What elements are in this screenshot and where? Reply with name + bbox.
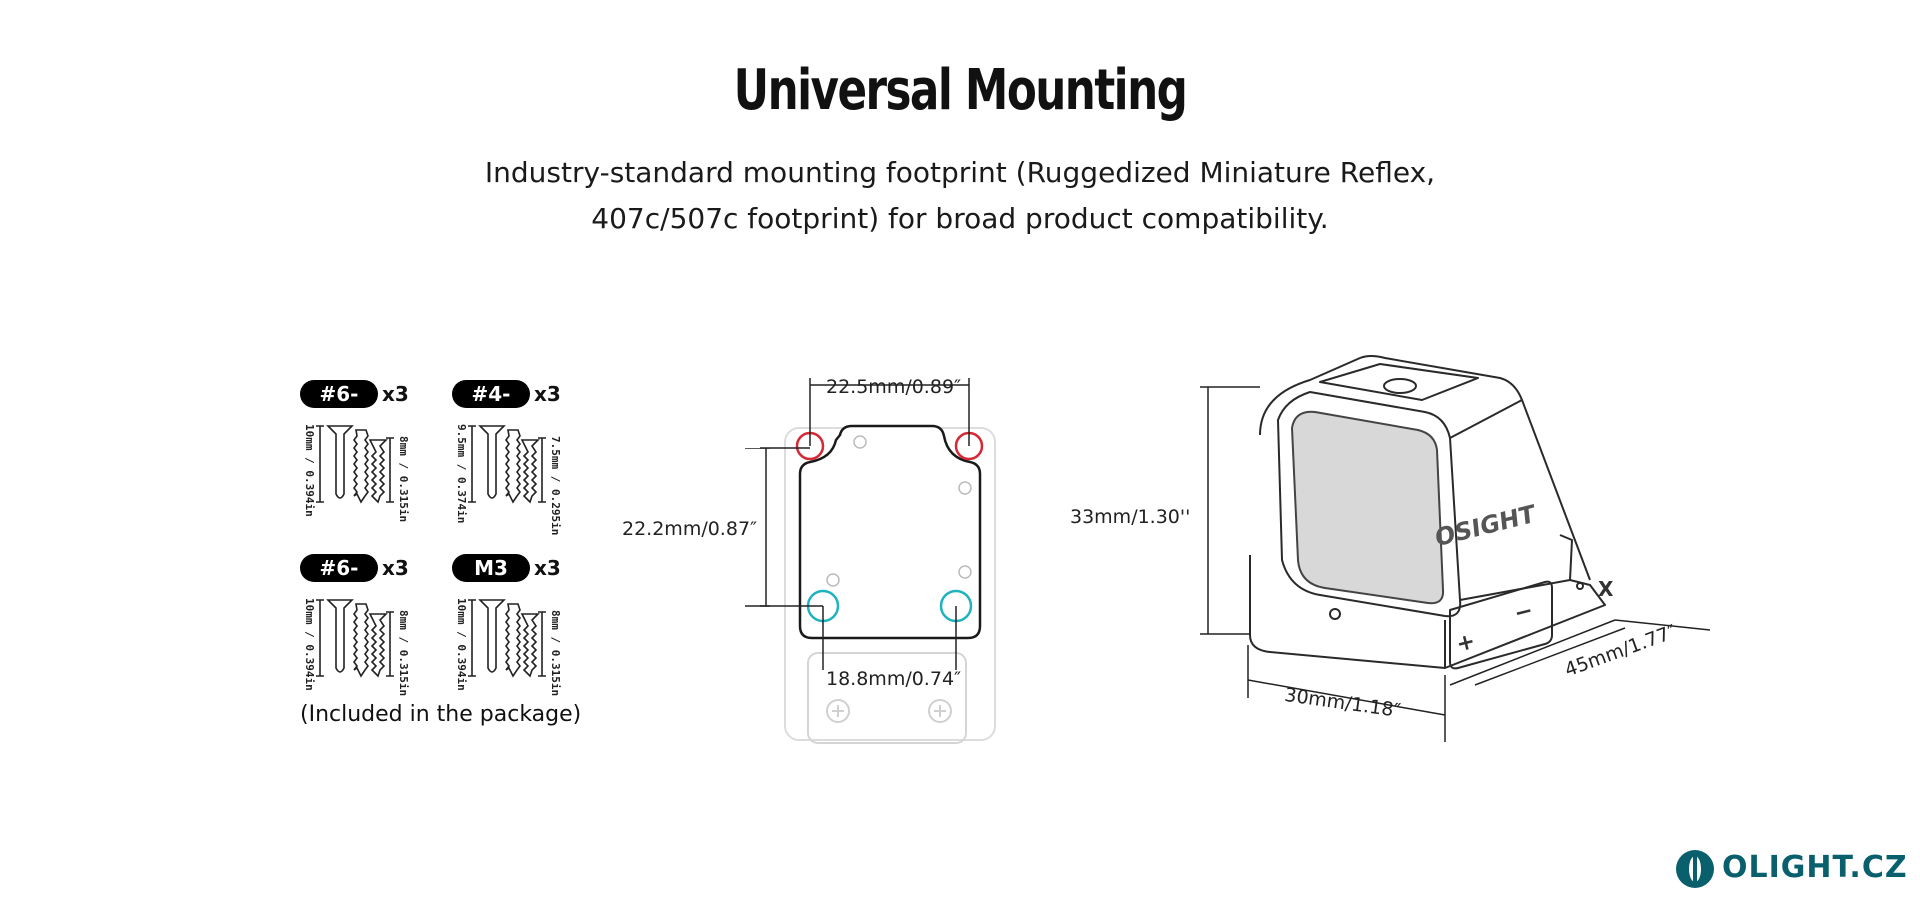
red-dot-sight-drawing: + − X OSIGHT bbox=[1200, 355, 1711, 742]
olight-logo-icon bbox=[1676, 850, 1714, 888]
plate-screw-1 bbox=[853, 435, 867, 449]
screw-quantity: x3 bbox=[382, 382, 409, 406]
screw-quantity: x3 bbox=[382, 556, 409, 580]
plate-screw-4 bbox=[958, 565, 972, 579]
plate-screw-2 bbox=[958, 481, 972, 495]
screw-long-length-label: 10mm / 0.394in bbox=[455, 598, 468, 691]
sight-plus-button: + bbox=[1454, 629, 1478, 658]
sight-x-mark: X bbox=[1598, 577, 1614, 601]
sight-width-line bbox=[1247, 679, 1446, 716]
screw-short-length-label: 8mm / 0.315in bbox=[549, 610, 562, 697]
rail-lower-block bbox=[807, 652, 967, 744]
sight-hood bbox=[1259, 355, 1591, 581]
subtitle-line-1: Industry-standard mounting footprint (Ru… bbox=[484, 156, 1436, 189]
footprint-height-ticks bbox=[745, 448, 770, 607]
brand-logo: OLIGHT.CZ bbox=[1674, 848, 1907, 890]
subtitle-line-2: 407c/507c footprint) for broad product c… bbox=[591, 202, 1329, 235]
screw-short-length-label: 8mm / 0.315in bbox=[397, 436, 410, 523]
rail-screw-left bbox=[826, 699, 850, 723]
sight-minus-button: − bbox=[1512, 598, 1536, 627]
screw-size-badge: M3 bbox=[452, 554, 530, 582]
footprint-top-width-label: 22.5mm/0.89″ bbox=[826, 376, 962, 398]
screw-illustration bbox=[468, 599, 546, 678]
screws-caption: (Included in the package) bbox=[300, 702, 582, 727]
screw-short-length-label: 8mm / 0.315in bbox=[397, 610, 410, 697]
sight-control-panel bbox=[1449, 580, 1553, 670]
screw-illustration bbox=[468, 425, 546, 504]
screw-long-length-label: 10mm / 0.394in bbox=[303, 424, 316, 517]
screw-long-length-label: 10mm / 0.394in bbox=[303, 598, 316, 691]
footprint-bottom-width-label: 18.8mm/0.74″ bbox=[826, 668, 962, 690]
footprint-diagram bbox=[760, 378, 996, 744]
screw-short-length-label: 7.5mm / 0.295in bbox=[549, 436, 562, 536]
screw-size-badge: #6-40 bbox=[300, 554, 378, 608]
sight-length-line bbox=[1474, 627, 1626, 686]
sight-lens bbox=[1291, 410, 1445, 605]
mounting-plate bbox=[798, 424, 982, 640]
sight-side-screw bbox=[1329, 608, 1341, 620]
screw-quantity: x3 bbox=[534, 556, 561, 580]
sight-top-pad bbox=[1319, 363, 1479, 401]
rail-screw-right bbox=[928, 699, 952, 723]
screw-size-badge: #6-32 bbox=[300, 380, 378, 434]
plate-screw-3 bbox=[826, 573, 840, 587]
screw-quantity: x3 bbox=[534, 382, 561, 406]
screw-illustration bbox=[316, 599, 394, 678]
sight-brand-mark: OSIGHT bbox=[1434, 499, 1537, 552]
sight-base bbox=[1249, 534, 1606, 669]
footprint-height-label: 22.2mm/0.87″ bbox=[622, 518, 758, 540]
screw-long-length-label: 9.5mm / 0.374in bbox=[455, 424, 468, 524]
page-subtitle: Industry-standard mounting footprint (Ru… bbox=[0, 150, 1920, 242]
sight-height-label: 33mm/1.30'' bbox=[1070, 506, 1191, 528]
page-title: Universal Mounting bbox=[733, 58, 1188, 123]
screw-illustration bbox=[316, 425, 394, 504]
brand-logo-text: OLIGHT.CZ bbox=[1722, 850, 1908, 885]
sight-top-button bbox=[1383, 378, 1417, 394]
screw-size-badge: #4-40 bbox=[452, 380, 530, 434]
